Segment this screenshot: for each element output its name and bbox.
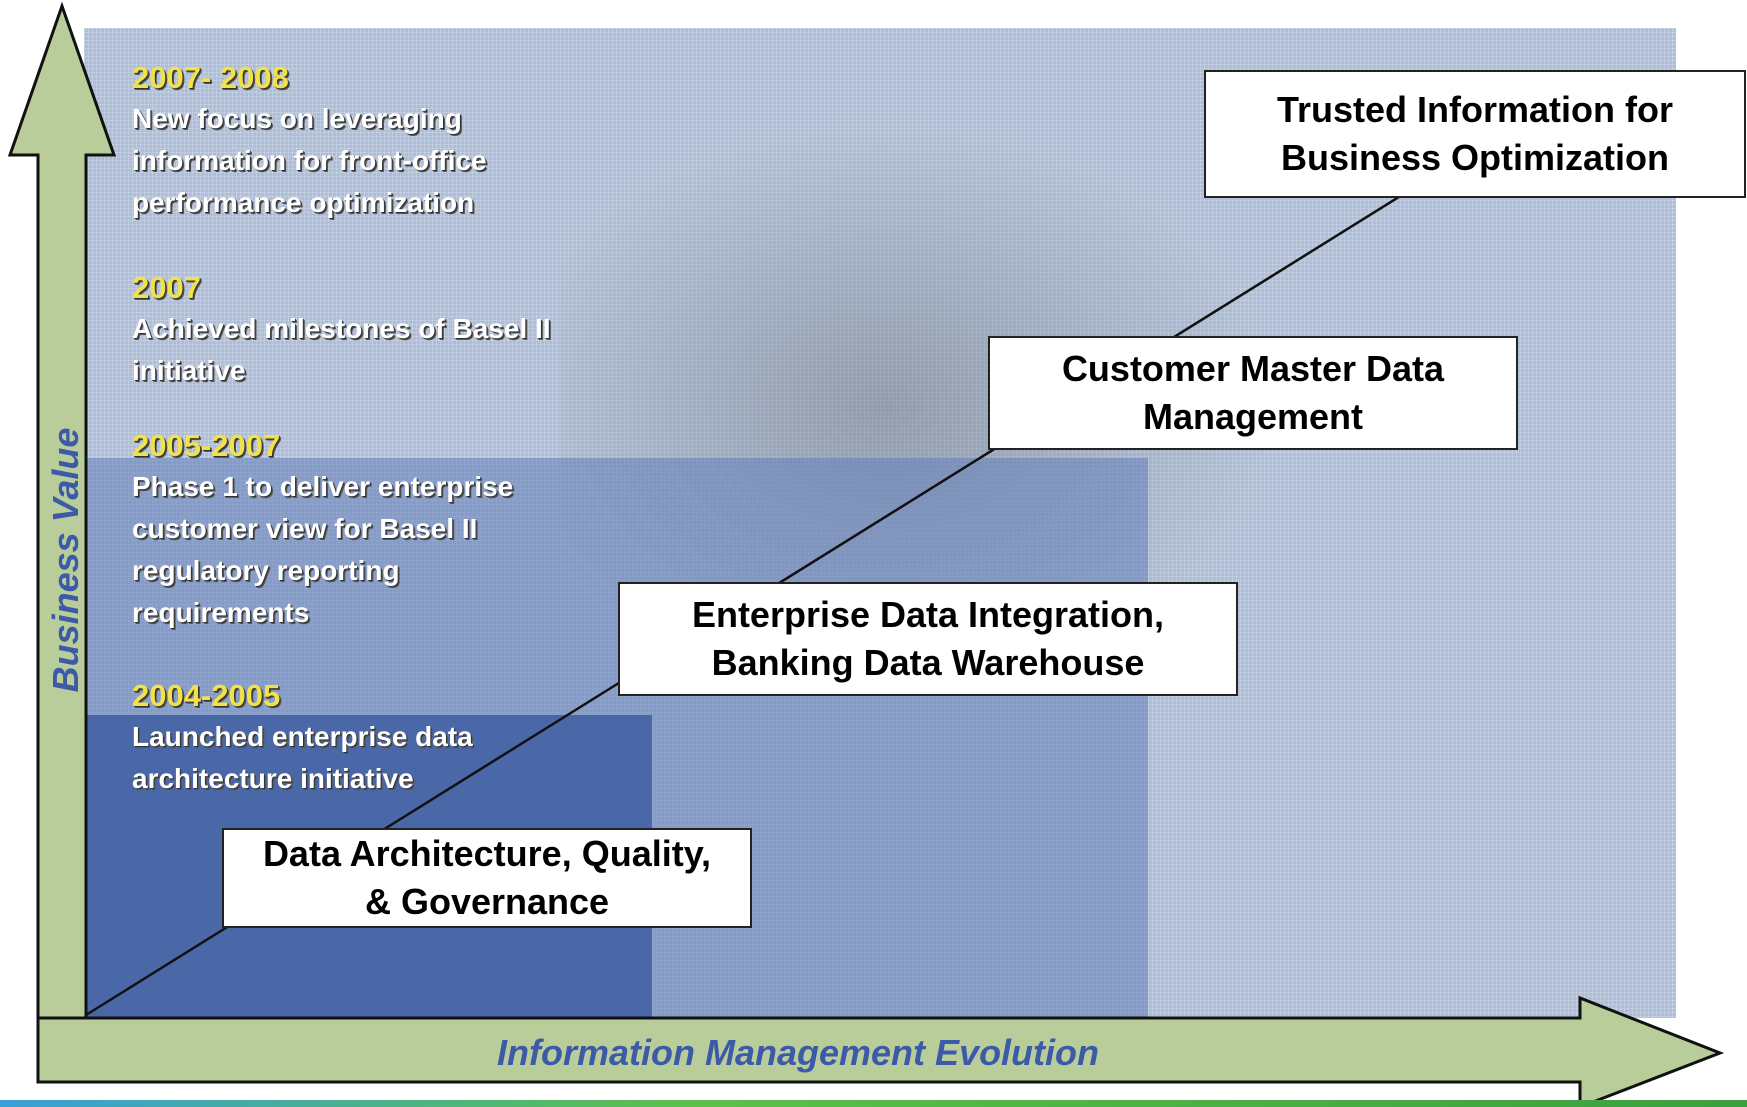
milestone-item: 2007- 2008 New focus on leveraging infor… (132, 58, 487, 224)
milestone-item: 2007 Achieved milestones of Basel II ini… (132, 268, 551, 392)
stage-text: Business Optimization (1280, 137, 1670, 178)
stage-box-customer-master-data: Customer Master Data Management (988, 336, 1518, 450)
bottom-photo-strip (0, 1100, 1747, 1107)
milestone-text: regulatory reporting (132, 555, 400, 586)
y-axis-label: Business Value (45, 427, 86, 693)
stage-text: Enterprise Data Integration, (691, 594, 1165, 635)
milestone-text: information for front-office (132, 145, 487, 176)
milestone-item: 2004-2005 Launched enterprise data archi… (132, 676, 473, 800)
stage-box-data-architecture: Data Architecture, Quality, & Governance (222, 828, 752, 928)
stage-text: Trusted Information for (1277, 89, 1673, 130)
milestone-text: Achieved milestones of Basel II (132, 313, 551, 344)
milestone-text: architecture initiative (132, 763, 414, 794)
milestone-year: 2005-2007 (132, 428, 281, 463)
milestone-year: 2004-2005 (132, 678, 281, 713)
milestone-text: Launched enterprise data (132, 721, 473, 752)
milestone-text: customer view for Basel II (132, 513, 478, 544)
milestone-text: initiative (132, 355, 246, 386)
milestone-year: 2007 (132, 270, 201, 305)
milestone-text: New focus on leveraging (132, 103, 462, 134)
stage-box-trusted-information: Trusted Information for Business Optimiz… (1204, 70, 1746, 198)
milestone-year: 2007- 2008 (132, 60, 289, 95)
stage-text: & Governance (364, 881, 610, 922)
milestone-item: 2005-2007 Phase 1 to deliver enterprise … (132, 426, 513, 634)
milestone-text: Phase 1 to deliver enterprise (132, 471, 514, 502)
stage-text: Banking Data Warehouse (711, 642, 1145, 683)
stage-box-enterprise-data-integration: Enterprise Data Integration, Banking Dat… (618, 582, 1238, 696)
stage-text: Data Architecture, Quality, (262, 833, 712, 874)
milestone-text: requirements (132, 597, 310, 628)
x-axis-arrow (36, 995, 1725, 1107)
stage-text: Customer Master Data (1061, 348, 1445, 389)
stage-text: Management (1142, 396, 1364, 437)
milestone-text: performance optimization (132, 187, 475, 218)
x-axis-label: Information Management Evolution (497, 1032, 1100, 1073)
